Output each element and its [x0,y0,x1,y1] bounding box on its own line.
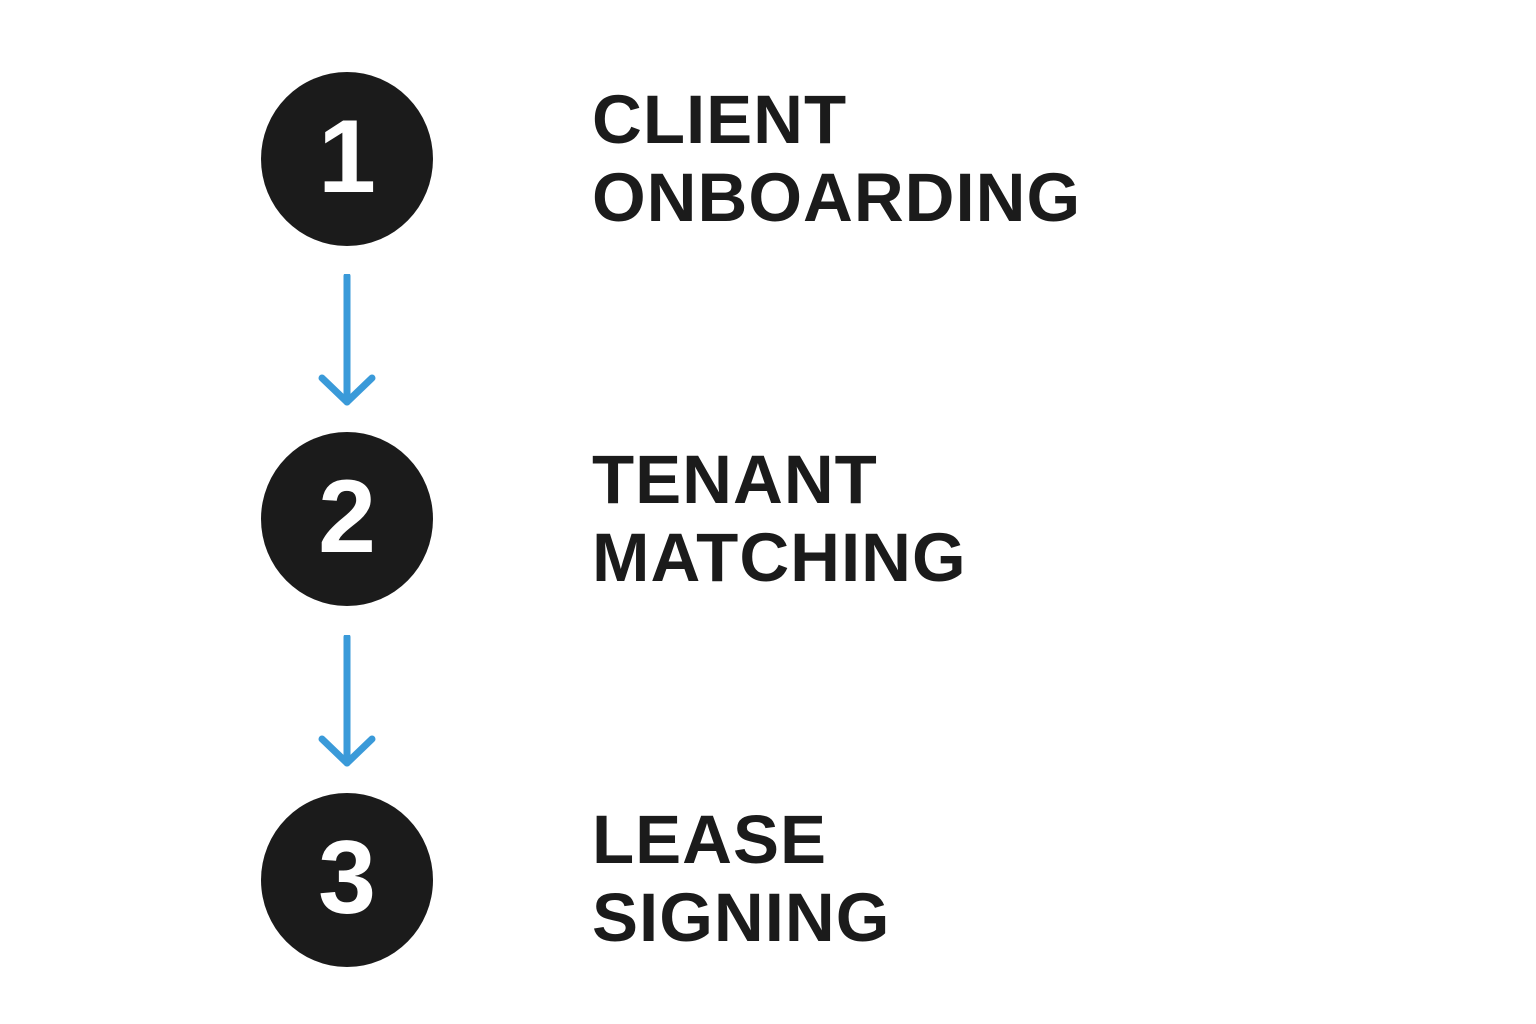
step-3-label-line2: SIGNING [592,879,891,956]
step-3-number: 3 [318,820,376,936]
step-3-badge: 3 [261,793,433,967]
step-2-badge: 2 [261,432,433,606]
step-3-label: LEASE SIGNING [592,801,890,957]
step-1-label-line1: CLIENT [592,81,848,158]
step-2-number: 2 [318,459,376,575]
step-3-label-line1: LEASE [592,801,828,878]
step-1-label: CLIENT ONBOARDING [592,81,1081,237]
step-2-label-line1: TENANT [592,441,878,518]
arrow-down-icon [318,635,376,767]
arrow-down-icon [318,274,376,406]
step-1-number: 1 [318,99,376,215]
step-2-label: TENANT MATCHING [592,441,967,597]
step-1-badge: 1 [261,72,433,246]
step-2-label-line2: MATCHING [592,519,967,596]
step-1-label-line2: ONBOARDING [592,159,1082,236]
